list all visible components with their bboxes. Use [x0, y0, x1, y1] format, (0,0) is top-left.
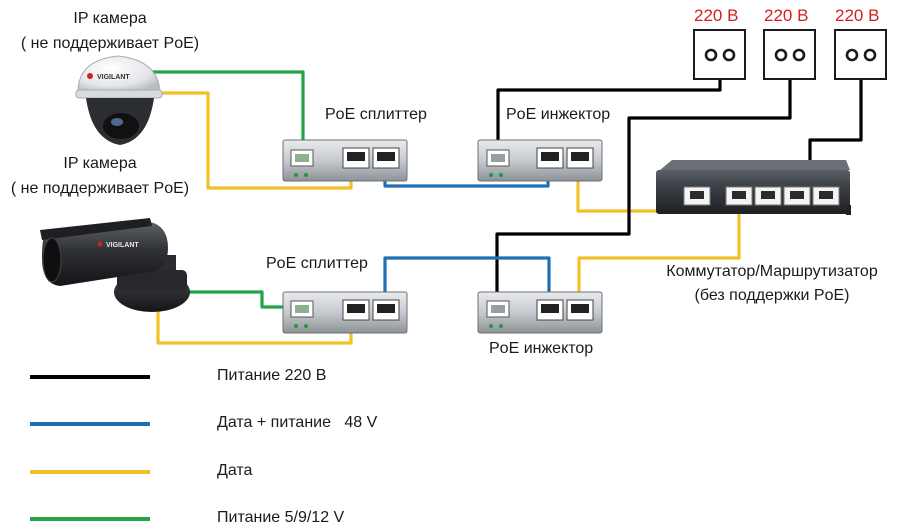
power-outlet-1	[693, 29, 746, 80]
bullet-camera-icon: VIGILANT	[40, 218, 190, 312]
poe-splitter-bottom	[282, 291, 408, 334]
cable-data-bottom-switch	[577, 204, 741, 300]
splitter-top-label: PoE сплиттер	[325, 106, 427, 123]
cable-power-low-bottom	[188, 290, 300, 309]
poe-injector-bottom	[477, 291, 603, 334]
cable-power220-injector-bottom	[495, 79, 792, 302]
dome-camera-brand: VIGILANT	[97, 74, 130, 81]
poe-injector-top	[477, 139, 603, 182]
dome-camera-title: IP камера	[73, 10, 147, 27]
power-outlet-3	[834, 29, 887, 80]
bullet-camera-note: ( не поддерживает PoE)	[10, 180, 190, 197]
dome-camera-note: ( не поддерживает PoE)	[20, 35, 200, 52]
power-outlet-2	[763, 29, 816, 80]
splitter-bottom-label: PoE сплиттер	[266, 255, 368, 272]
dome-camera-icon: VIGILANT	[75, 55, 163, 145]
legend-label-power220: Питание 220 В	[217, 367, 327, 384]
outlet-label-3: 220 В	[835, 6, 880, 25]
network-switch	[656, 160, 851, 215]
bullet-camera-title: IP камера	[63, 155, 137, 172]
cable-data-power-bottom	[383, 256, 551, 300]
injector-top-label: PoE инжектор	[506, 106, 611, 123]
poe-splitter-top	[282, 139, 408, 182]
legend-label-power-low: Питание 5/9/12 V	[217, 509, 345, 526]
injector-bottom-label: PoE инжектор	[489, 340, 594, 357]
bullet-camera-brand: VIGILANT	[106, 242, 139, 249]
cable-power-low-top	[152, 70, 305, 150]
outlet-label-2: 220 В	[764, 6, 809, 25]
switch-label-line1: Коммутатор/Маршрутизатор	[666, 263, 878, 280]
legend-lines	[30, 375, 150, 521]
legend-label-data-power: Дата + питание 48 V	[217, 414, 378, 431]
cable-power220-switch	[808, 79, 863, 160]
switch-label-line2: (без поддержки PoE)	[694, 287, 850, 304]
legend-label-data: Дата	[217, 462, 253, 479]
outlet-label-1: 220 В	[694, 6, 739, 25]
cable-power220-injector-top	[496, 79, 722, 150]
